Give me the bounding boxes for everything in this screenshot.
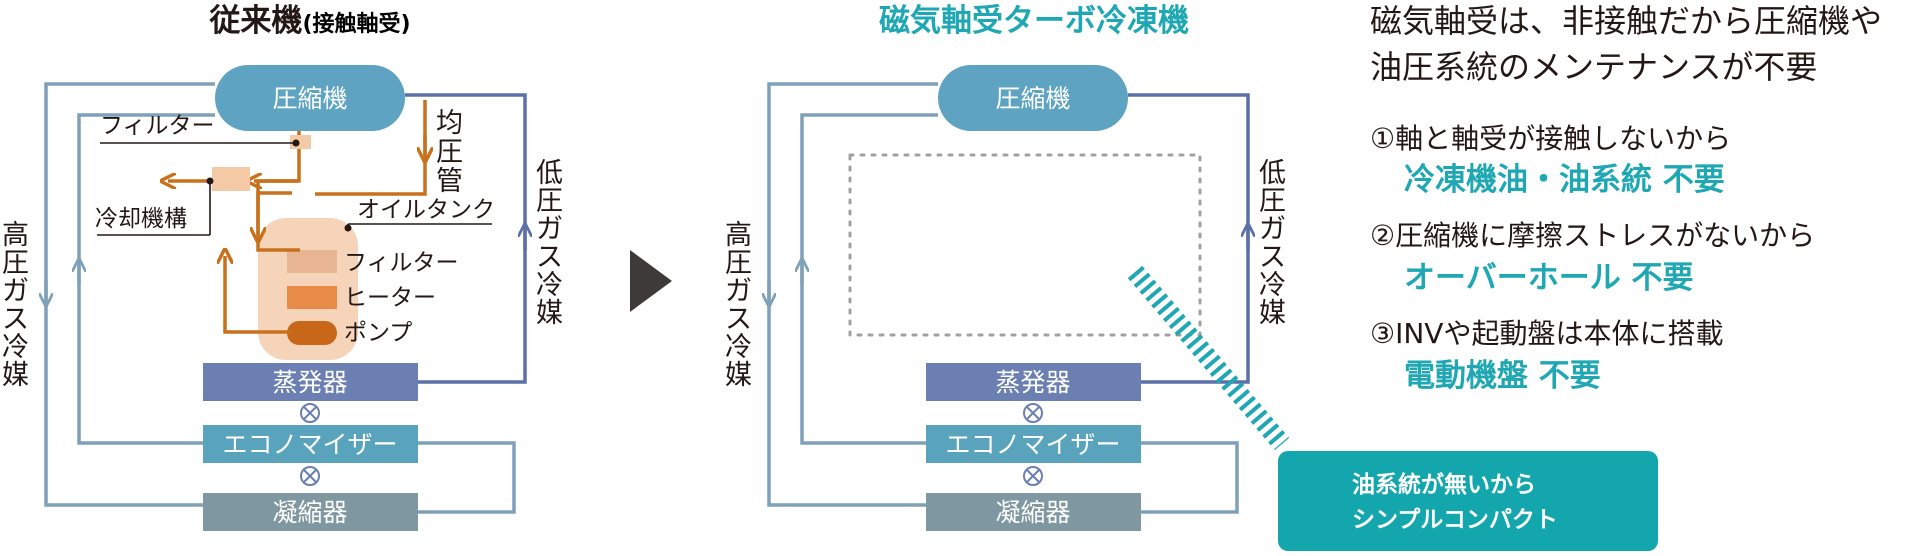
tank-item-heater: ヒーター [344, 285, 436, 311]
svg-text:媒: 媒 [536, 298, 563, 329]
svg-text:ス: ス [536, 242, 563, 273]
equalizer-label: 均 圧 管 [436, 108, 463, 197]
benefit-reason-2: ②圧縮機に摩擦ストレスがないから [1370, 219, 1815, 252]
benefit-reason-3: ③INVや起動盤は本体に搭載 [1370, 317, 1723, 350]
left-evaporator-label: 蒸発器 [272, 368, 347, 397]
benefit-result-3: 電動機盤 不要 [1404, 358, 1601, 394]
svg-text:圧: 圧 [536, 186, 563, 217]
oil-tank-heater-block [287, 286, 337, 309]
transition-arrow-icon [630, 250, 672, 312]
mid-low-pressure-line [1128, 93, 1250, 384]
svg-text:圧: 圧 [725, 248, 752, 279]
left-compressor [215, 65, 405, 131]
benefit-reason-1: ①軸と軸受が接触しないから [1370, 122, 1731, 155]
svg-text:ガ: ガ [536, 214, 563, 245]
oil-tank-pump-block [287, 321, 337, 345]
left-oil-system: フィルター 冷却機構 オイルタンク フィルター ヒーター ポンプ 均 圧 管 [95, 100, 495, 360]
mid-expansion-valve-icon-2 [1023, 466, 1043, 486]
mid-compressor-label: 圧縮機 [995, 84, 1070, 113]
svg-text:高: 高 [2, 220, 29, 251]
left-economizer [203, 425, 418, 463]
svg-text:ガ: ガ [1259, 214, 1286, 245]
svg-text:ガ: ガ [2, 276, 29, 307]
mid-economizer-condenser-link [1141, 441, 1239, 514]
svg-text:冷: 冷 [1259, 270, 1286, 301]
svg-text:冷: 冷 [725, 332, 752, 363]
benefit-result-2: オーバーホール 不要 [1404, 260, 1693, 296]
left-low-pressure-line [405, 93, 527, 384]
svg-text:媒: 媒 [2, 360, 29, 391]
benefits-panel: 磁気軸受は、非接触だから圧縮機や 油圧系統のメンテナンスが不要 ①軸と軸受が接触… [1370, 2, 1882, 394]
filter-top-label: フィルター [100, 113, 215, 139]
oil-pump-return-line [225, 256, 292, 334]
svg-text:媒: 媒 [725, 360, 752, 391]
mid-economizer-label: エコノマイザー [945, 430, 1120, 459]
conventional-diagram: 従来機(接触軸受) フィルター [2, 3, 563, 531]
callout-pointer-stripe [1127, 265, 1290, 451]
left-compressor-label: 圧縮機 [272, 84, 347, 113]
oil-equalizer-line [315, 100, 427, 196]
mid-condenser [926, 493, 1141, 531]
svg-text:ス: ス [2, 304, 29, 335]
svg-text:ス: ス [1259, 242, 1286, 273]
left-low-pressure-label: 低 圧 ガ ス 冷 媒 [536, 158, 563, 329]
left-expansion-valve-icon-2 [300, 466, 320, 486]
mid-evaporator-label: 蒸発器 [995, 368, 1070, 397]
maglev-diagram: 磁気軸受ターボ冷凍機 圧縮機 蒸発器 エコノマイザー 凝縮器 高 圧 ガ ス [725, 3, 1658, 551]
benefits-heading-line-1: 磁気軸受は、非接触だから圧縮機や [1370, 2, 1882, 40]
left-title-suffix: (接触軸受) [302, 11, 410, 37]
svg-text:ガ: ガ [725, 276, 752, 307]
callout-line-2: シンプルコンパクト [1352, 507, 1558, 533]
svg-text:管: 管 [436, 166, 463, 197]
benefit-result-1: 冷凍機油・油系統 不要 [1404, 162, 1725, 198]
svg-text:従来機(接触軸受): 従来機(接触軸受) [208, 3, 410, 39]
svg-text:圧: 圧 [2, 248, 29, 279]
svg-text:冷: 冷 [536, 270, 563, 301]
svg-text:高: 高 [725, 220, 752, 251]
left-economizer-condenser-link [418, 441, 516, 514]
svg-text:圧: 圧 [436, 137, 463, 168]
oil-tank-label: オイルタンク [357, 197, 495, 223]
svg-text:冷: 冷 [2, 332, 29, 363]
left-condenser-label: 凝縮器 [272, 498, 347, 527]
left-expansion-valve-icon [300, 403, 320, 423]
benefits-heading-line-2: 油圧系統のメンテナンスが不要 [1370, 48, 1817, 86]
svg-text:低: 低 [1259, 158, 1286, 189]
cooling-dot [206, 177, 214, 185]
oil-tank-filter-block [287, 250, 337, 273]
mid-high-pressure-label: 高 圧 ガ ス 冷 媒 [725, 220, 752, 391]
mid-condenser-label: 凝縮器 [995, 498, 1070, 527]
mid-inner-return-line [800, 113, 938, 445]
left-evaporator [203, 363, 418, 401]
mid-expansion-valve-icon [1023, 403, 1043, 423]
svg-text:媒: 媒 [1259, 298, 1286, 329]
left-economizer-label: エコノマイザー [222, 430, 397, 459]
left-condenser [203, 493, 418, 531]
cooling-unit-block [212, 167, 250, 191]
removed-oil-system-outline [848, 153, 1202, 337]
svg-text:均: 均 [436, 108, 463, 139]
oil-tank-dot [344, 224, 352, 232]
left-high-pressure-label: 高 圧 ガ ス 冷 媒 [2, 220, 29, 391]
svg-text:低: 低 [536, 158, 563, 189]
mid-low-pressure-label: 低 圧 ガ ス 冷 媒 [1259, 158, 1286, 329]
mid-title: 磁気軸受ターボ冷凍機 [879, 3, 1189, 39]
tank-item-filter: フィルター [344, 250, 459, 276]
mid-compressor [938, 65, 1128, 131]
tank-item-pump: ポンプ [344, 320, 412, 346]
mid-economizer [926, 425, 1141, 463]
left-inner-return-line [77, 113, 215, 445]
svg-text:圧: 圧 [1259, 186, 1286, 217]
callout-box [1278, 451, 1658, 551]
left-title: 従来機 [208, 3, 302, 39]
svg-text:ス: ス [725, 304, 752, 335]
callout-line-1: 油系統が無いから [1352, 471, 1536, 498]
cooling-label: 冷却機構 [95, 206, 187, 232]
filter-top-dot [292, 139, 300, 147]
mid-evaporator [926, 363, 1141, 401]
